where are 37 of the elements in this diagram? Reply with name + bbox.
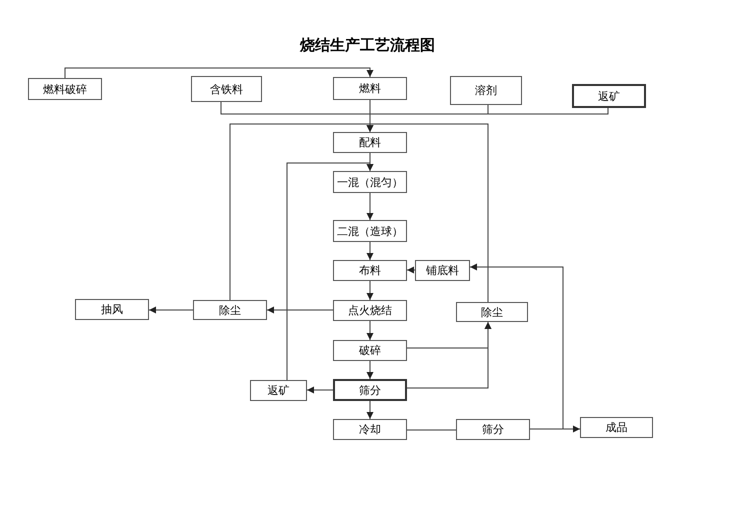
arrow	[306, 386, 334, 394]
arrow	[148, 306, 194, 314]
arrow	[266, 306, 334, 314]
process-box: 溶剂	[450, 76, 522, 105]
process-box: 燃料破碎	[28, 78, 102, 100]
process-box: 返矿	[250, 380, 307, 401]
arrow	[64, 68, 374, 78]
arrow	[470, 264, 564, 430]
process-box: 破碎	[333, 340, 407, 361]
process-box: 除尘	[456, 302, 528, 322]
process-box: 含铁料	[191, 76, 262, 102]
arrow	[406, 322, 492, 388]
arrow	[366, 320, 374, 340]
arrow	[406, 266, 416, 274]
process-box: 布料	[333, 260, 407, 281]
process-box: 二混（造球）	[333, 220, 407, 242]
connector-line	[230, 124, 488, 302]
process-box: 点火烧结	[333, 300, 407, 321]
arrow	[366, 400, 374, 420]
process-box: 配料	[333, 132, 407, 153]
process-box: 筛分	[456, 419, 530, 440]
process-box: 燃料	[333, 77, 407, 100]
arrow	[366, 108, 608, 132]
process-box: 返矿	[572, 84, 646, 108]
arrow	[366, 192, 374, 220]
arrow	[366, 280, 374, 300]
process-box: 抽风	[75, 299, 149, 320]
diagram-title: 烧结生产工艺流程图	[300, 36, 435, 55]
arrow	[286, 162, 374, 380]
process-box: 铺底料	[415, 260, 470, 281]
process-box: 成品	[580, 417, 653, 438]
process-box: 一混（混匀）	[333, 171, 407, 193]
arrow	[366, 360, 374, 380]
process-box: 除尘	[193, 300, 267, 320]
process-box: 冷却	[333, 419, 407, 440]
arrow	[366, 242, 374, 260]
process-box: 筛分	[333, 379, 407, 401]
